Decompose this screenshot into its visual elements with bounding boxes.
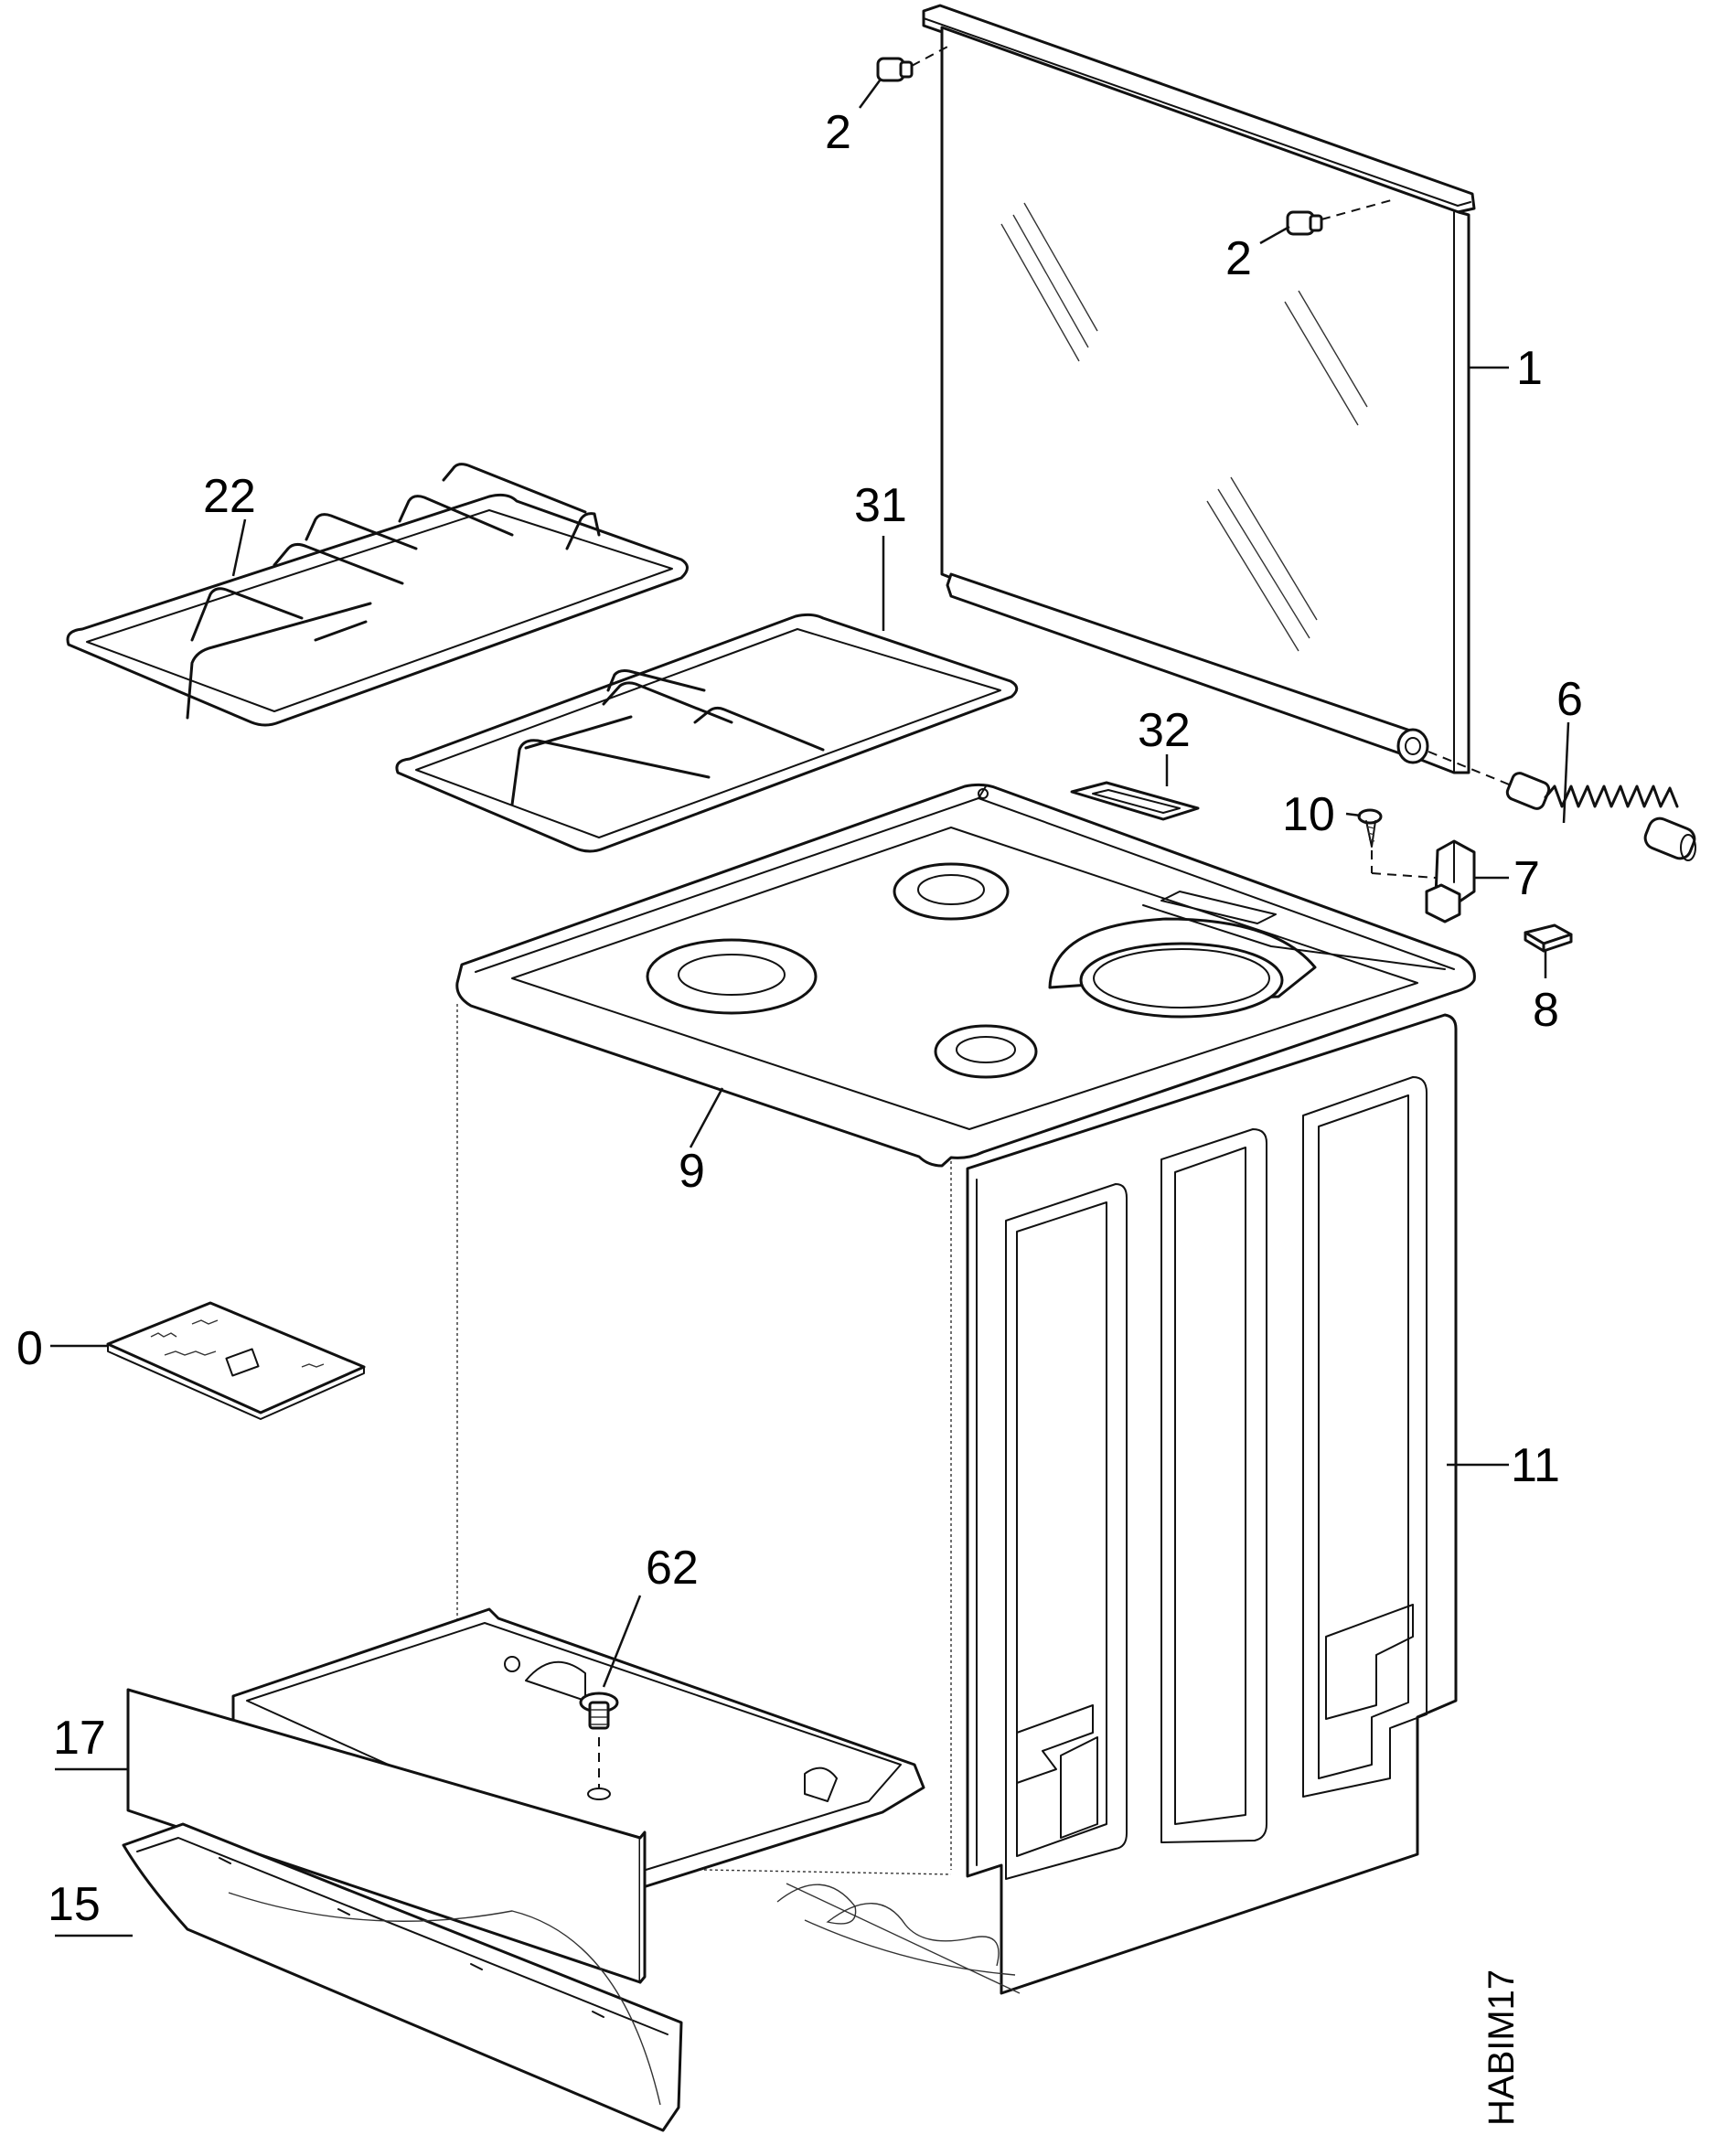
callout-11: 11 [1511, 1439, 1560, 1492]
screw-part [1357, 808, 1437, 879]
callout-32: 32 [1138, 704, 1191, 757]
glass-lid-part [922, 4, 1519, 789]
callout-2-top: 2 [825, 106, 851, 159]
callout-labels: 0 1 2 2 6 7 8 9 10 11 15 17 22 31 32 62 … [16, 106, 1583, 2126]
lid-bumper-part [876, 45, 1396, 236]
pan-support-right-part [395, 613, 1019, 853]
drawer-front-part [122, 1822, 1021, 2132]
callout-2-mid: 2 [1225, 232, 1252, 285]
callout-7: 7 [1513, 852, 1540, 905]
pan-support-left-part [66, 463, 689, 727]
hinge-spring-part [1505, 772, 1696, 861]
drawing-code: HABIM17 [1481, 1969, 1522, 2126]
storage-drawer-part [126, 1607, 925, 1984]
small-plate-part [1070, 781, 1200, 821]
hinge-bracket-part [1425, 839, 1476, 923]
callout-17: 17 [53, 1712, 106, 1765]
callout-6: 6 [1556, 673, 1583, 726]
callout-0: 0 [16, 1322, 43, 1375]
side-panel-part [966, 1013, 1458, 1995]
clip-part [1524, 923, 1573, 953]
instruction-manual-part [106, 1301, 366, 1420]
callout-10: 10 [1282, 788, 1335, 841]
callout-1: 1 [1516, 342, 1543, 395]
callout-62: 62 [646, 1542, 699, 1595]
callout-9: 9 [679, 1145, 705, 1198]
drawer-plug-part [579, 1692, 619, 1730]
callout-15: 15 [48, 1878, 101, 1931]
callout-8: 8 [1533, 984, 1559, 1037]
callout-22: 22 [203, 470, 256, 523]
callout-31: 31 [854, 479, 907, 532]
hob-top-part [455, 783, 1476, 1168]
leader-lines [50, 80, 1570, 1937]
